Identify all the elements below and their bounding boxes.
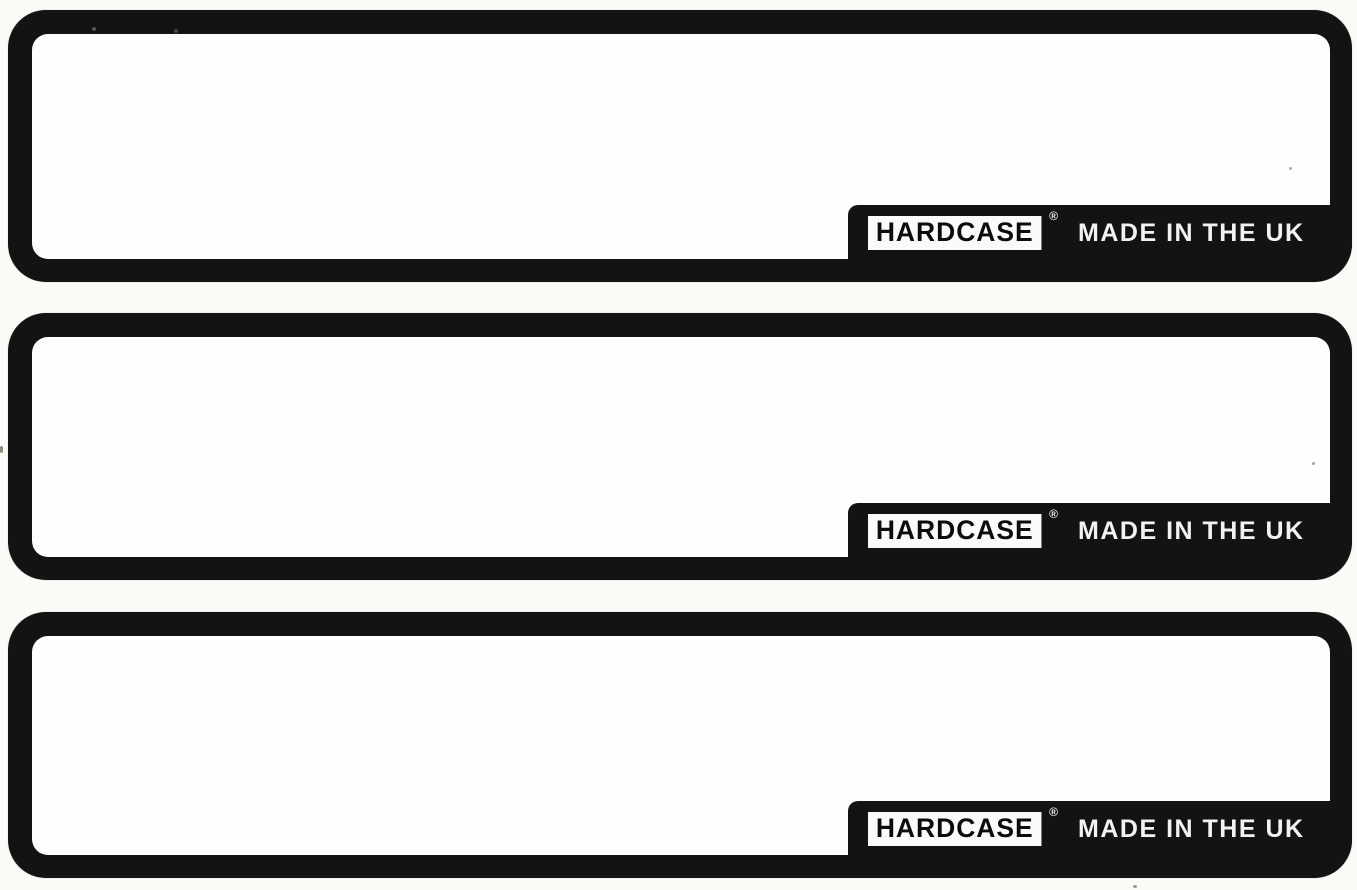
- scan-speck: [92, 27, 96, 31]
- brand-tab: HARDCASE ® MADE IN THE UK: [848, 801, 1352, 878]
- hardcase-logo: HARDCASE ®: [868, 806, 1058, 846]
- scan-speck: [1289, 167, 1292, 170]
- hardcase-logo-text: HARDCASE: [868, 812, 1042, 846]
- scan-speck: [1133, 885, 1137, 888]
- scan-speck: [0, 446, 3, 453]
- made-in-uk-text: MADE IN THE UK: [1078, 814, 1305, 843]
- label-plate-1: HARDCASE ® MADE IN THE UK: [8, 10, 1352, 282]
- hardcase-logo-text: HARDCASE: [868, 216, 1042, 250]
- hardcase-logo: HARDCASE ®: [868, 508, 1058, 548]
- label-plate-3: HARDCASE ® MADE IN THE UK: [8, 612, 1352, 878]
- scan-speck: [174, 29, 178, 33]
- registered-trademark-icon: ®: [1049, 507, 1059, 521]
- brand-tab: HARDCASE ® MADE IN THE UK: [848, 205, 1352, 282]
- registered-trademark-icon: ®: [1049, 209, 1059, 223]
- brand-tab: HARDCASE ® MADE IN THE UK: [848, 503, 1352, 580]
- registered-trademark-icon: ®: [1049, 805, 1059, 819]
- made-in-uk-text: MADE IN THE UK: [1078, 516, 1305, 545]
- hardcase-logo-text: HARDCASE: [868, 514, 1042, 548]
- hardcase-logo: HARDCASE ®: [868, 210, 1058, 250]
- scan-speck: [1312, 462, 1315, 465]
- label-plate-2: HARDCASE ® MADE IN THE UK: [8, 313, 1352, 580]
- made-in-uk-text: MADE IN THE UK: [1078, 218, 1305, 247]
